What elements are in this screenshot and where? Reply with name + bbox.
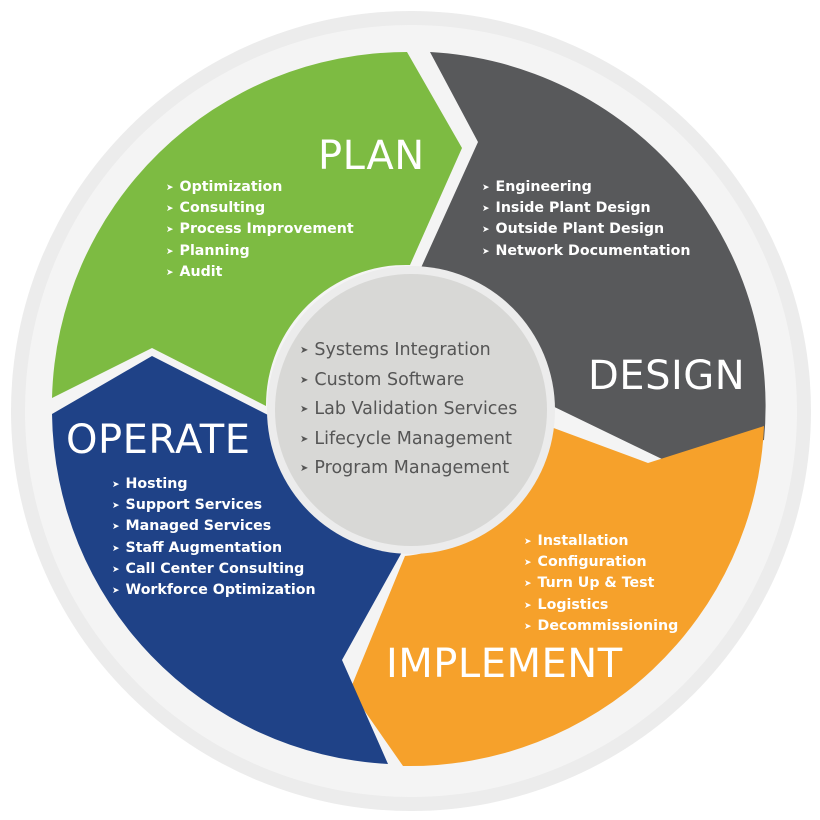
- plan-item: Process Improvement: [166, 220, 354, 241]
- plan-item: Planning: [166, 242, 354, 263]
- operate-item: Call Center Consulting: [112, 560, 316, 581]
- plan-item: Consulting: [166, 199, 354, 220]
- operate-item: Support Services: [112, 496, 316, 517]
- center-services-list: Systems Integration Custom Software Lab …: [300, 337, 517, 485]
- operate-list: Hosting Support Services Managed Service…: [112, 475, 316, 602]
- operate-item: Managed Services: [112, 517, 316, 538]
- plan-list: Optimization Consulting Process Improvem…: [166, 178, 354, 284]
- implement-list: Installation Configuration Turn Up & Tes…: [524, 532, 679, 638]
- center-item: Systems Integration: [300, 337, 517, 367]
- center-item: Lifecycle Management: [300, 426, 517, 456]
- design-title: DESIGN: [588, 353, 746, 399]
- center-item: Lab Validation Services: [300, 396, 517, 426]
- design-item: Inside Plant Design: [482, 199, 690, 220]
- implement-item: Installation: [524, 532, 678, 553]
- plan-item: Audit: [166, 263, 354, 284]
- operate-title: OPERATE: [66, 417, 251, 463]
- implement-item: Configuration: [524, 553, 678, 574]
- design-list: Engineering Inside Plant Design Outside …: [482, 178, 691, 263]
- operate-item: Workforce Optimization: [112, 581, 316, 602]
- center-item: Program Management: [300, 455, 517, 485]
- plan-title: PLAN: [318, 133, 425, 179]
- implement-item: Decommissioning: [524, 617, 679, 638]
- center-item: Custom Software: [300, 367, 517, 397]
- design-item: Outside Plant Design: [482, 220, 690, 241]
- plan-item: Optimization: [166, 178, 354, 199]
- implement-item: Logistics: [524, 596, 678, 617]
- implement-title: IMPLEMENT: [386, 641, 623, 687]
- operate-item: Staff Augmentation: [112, 539, 316, 560]
- design-item: Network Documentation: [482, 242, 691, 263]
- operate-item: Hosting: [112, 475, 316, 496]
- design-item: Engineering: [482, 178, 690, 199]
- implement-item: Turn Up & Test: [524, 574, 678, 595]
